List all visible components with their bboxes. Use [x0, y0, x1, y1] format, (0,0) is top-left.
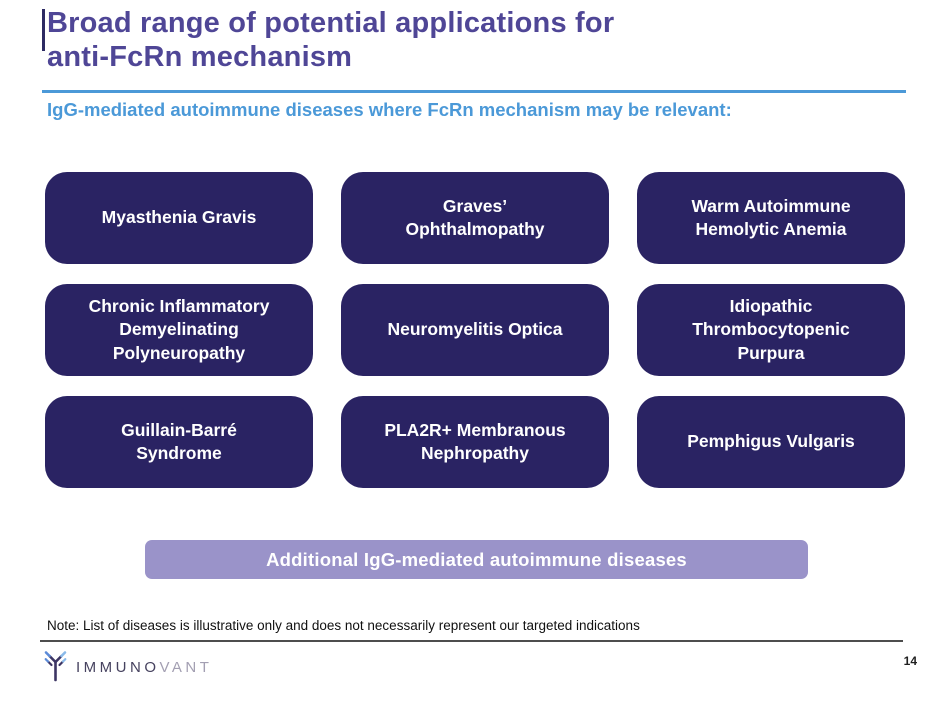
logo-text-vant: VANT: [159, 658, 213, 676]
disease-box-chronic-inflammatory-demyelinating-polyneuropathy: Chronic Inflammatory Demyelinating Polyn…: [45, 284, 313, 376]
disease-box-warm-autoimmune-hemolytic-anemia: Warm Autoimmune Hemolytic Anemia: [637, 172, 905, 264]
title-underline: [42, 90, 906, 93]
disease-box-pla2r-membranous-nephropathy: PLA2R+ Membranous Nephropathy: [341, 396, 609, 488]
page-title: Broad range of potential applications fo…: [47, 7, 615, 73]
subtitle: IgG-mediated autoimmune diseases where F…: [47, 99, 732, 120]
page-number: 14: [903, 654, 917, 668]
disease-box-myasthenia-gravis: Myasthenia Gravis: [45, 172, 313, 264]
disease-box-idiopathic-thrombocytopenic-purpura: Idiopathic Thrombocytopenic Purpura: [637, 284, 905, 376]
disease-box-neuromyelitis-optica: Neuromyelitis Optica: [341, 284, 609, 376]
logo-text-immuno: IMMUNO: [76, 658, 160, 676]
footnote: Note: List of diseases is illustrative o…: [47, 618, 640, 633]
disease-box-guillain-barre-syndrome: Guillain-Barré Syndrome: [45, 396, 313, 488]
logo-wordmark: IMMUNOVANT: [76, 659, 212, 676]
disease-grid: Myasthenia Gravis Graves’ Ophthalmopathy…: [45, 172, 905, 488]
additional-diseases-banner: Additional IgG-mediated autoimmune disea…: [145, 540, 808, 579]
disease-box-pemphigus-vulgaris: Pemphigus Vulgaris: [637, 396, 905, 488]
antibody-icon: [44, 651, 67, 682]
immunovant-logo: IMMUNOVANT: [42, 650, 212, 684]
disease-box-graves-ophthalmopathy: Graves’ Ophthalmopathy: [341, 172, 609, 264]
footer-divider: [40, 640, 903, 642]
title-accent-bar: [42, 9, 45, 51]
